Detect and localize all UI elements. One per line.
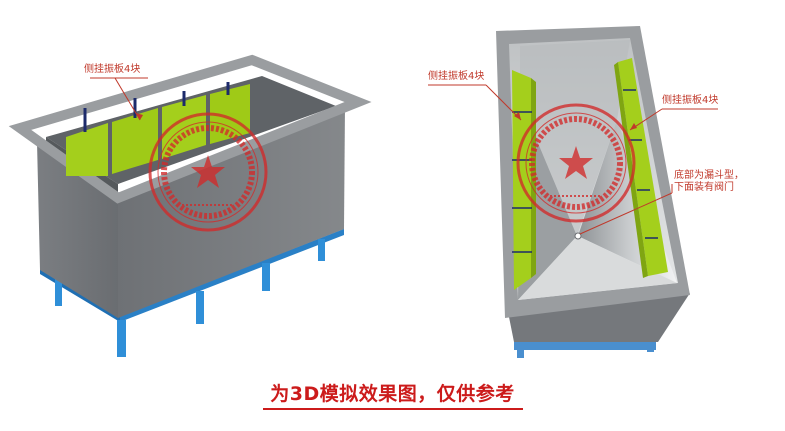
funnel-note-line1: 底部为漏斗型， (674, 170, 744, 181)
vibration-plate (66, 123, 108, 176)
funnel-note-line2: 下面装有阀门 (674, 182, 734, 193)
funnel-bottom-front (518, 236, 677, 300)
seal-stamp-left (148, 112, 268, 232)
right-tank-base (514, 342, 656, 350)
right-tank (496, 26, 690, 358)
leader-lines (90, 77, 718, 235)
vibration-plate-right (618, 58, 668, 276)
seal-stamp-right (516, 103, 636, 223)
caption-underline (263, 408, 523, 410)
label-right-tank-plates-right: 侧挂振板4块 (662, 95, 719, 106)
left-tank-vibration-plates (66, 82, 250, 176)
vibration-plate (162, 95, 206, 159)
label-funnel-note: 底部为漏斗型， 下面装有阀门 (674, 170, 744, 194)
vibration-plate (112, 108, 158, 174)
vibration-plate (210, 84, 250, 144)
label-right-tank-plates-left: 侧挂振板4块 (428, 71, 485, 82)
funnel-bottom-back (520, 40, 630, 236)
label-left-tank-plates: 侧挂振板4块 (84, 64, 141, 75)
caption-disclaimer: 为3D模拟效果图，仅供参考 (270, 383, 515, 405)
valve-point (574, 232, 582, 240)
